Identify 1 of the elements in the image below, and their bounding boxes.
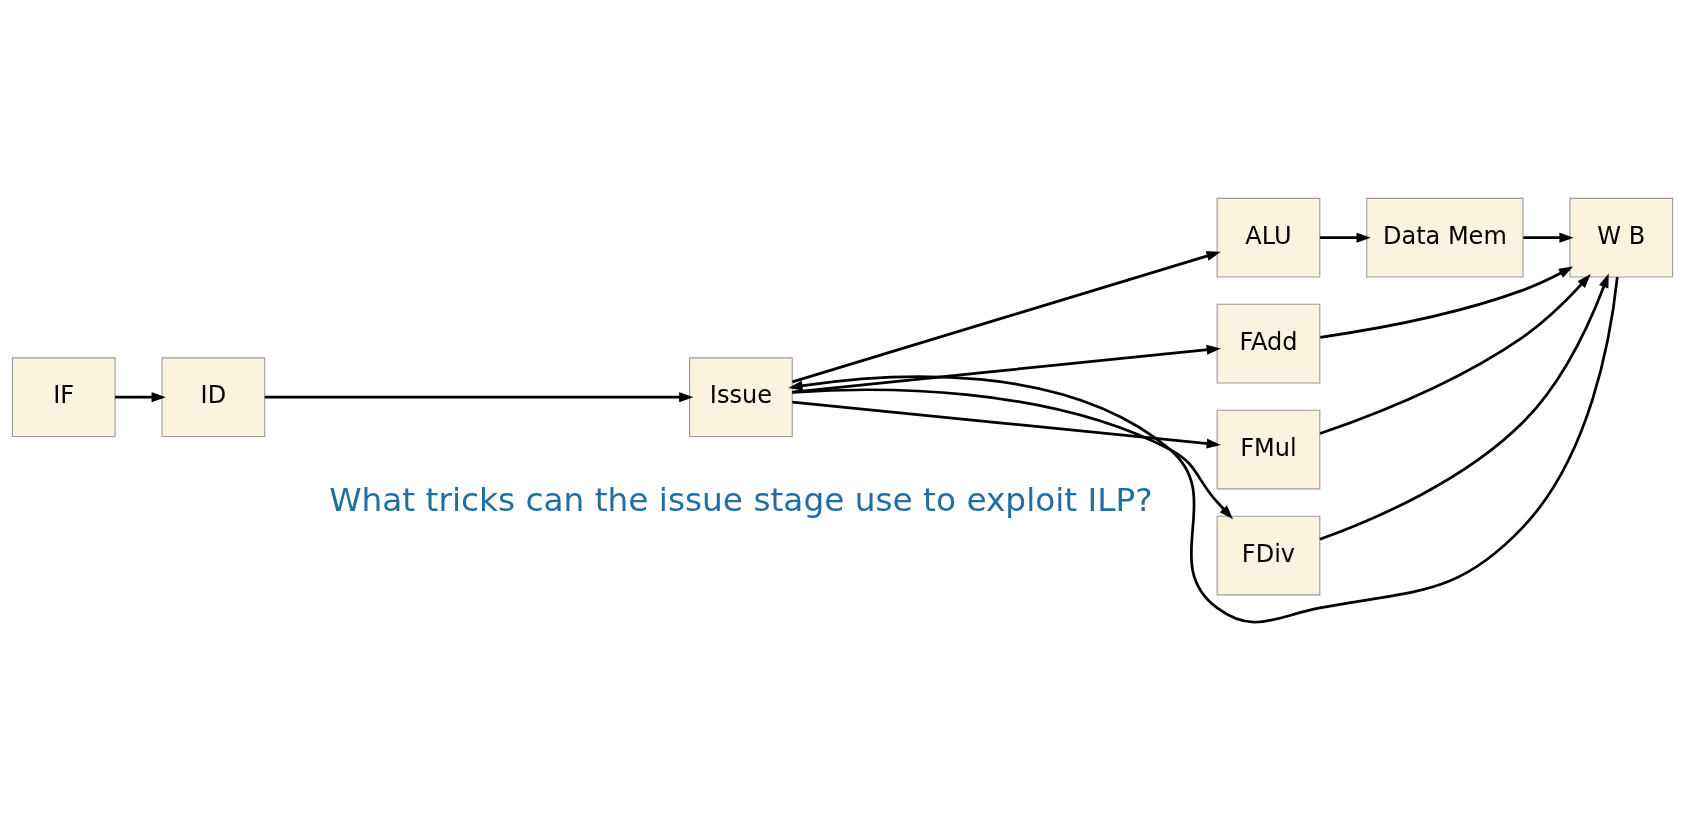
label: What tricks can the issue stage use to exploit ILP? <box>329 480 1153 519</box>
